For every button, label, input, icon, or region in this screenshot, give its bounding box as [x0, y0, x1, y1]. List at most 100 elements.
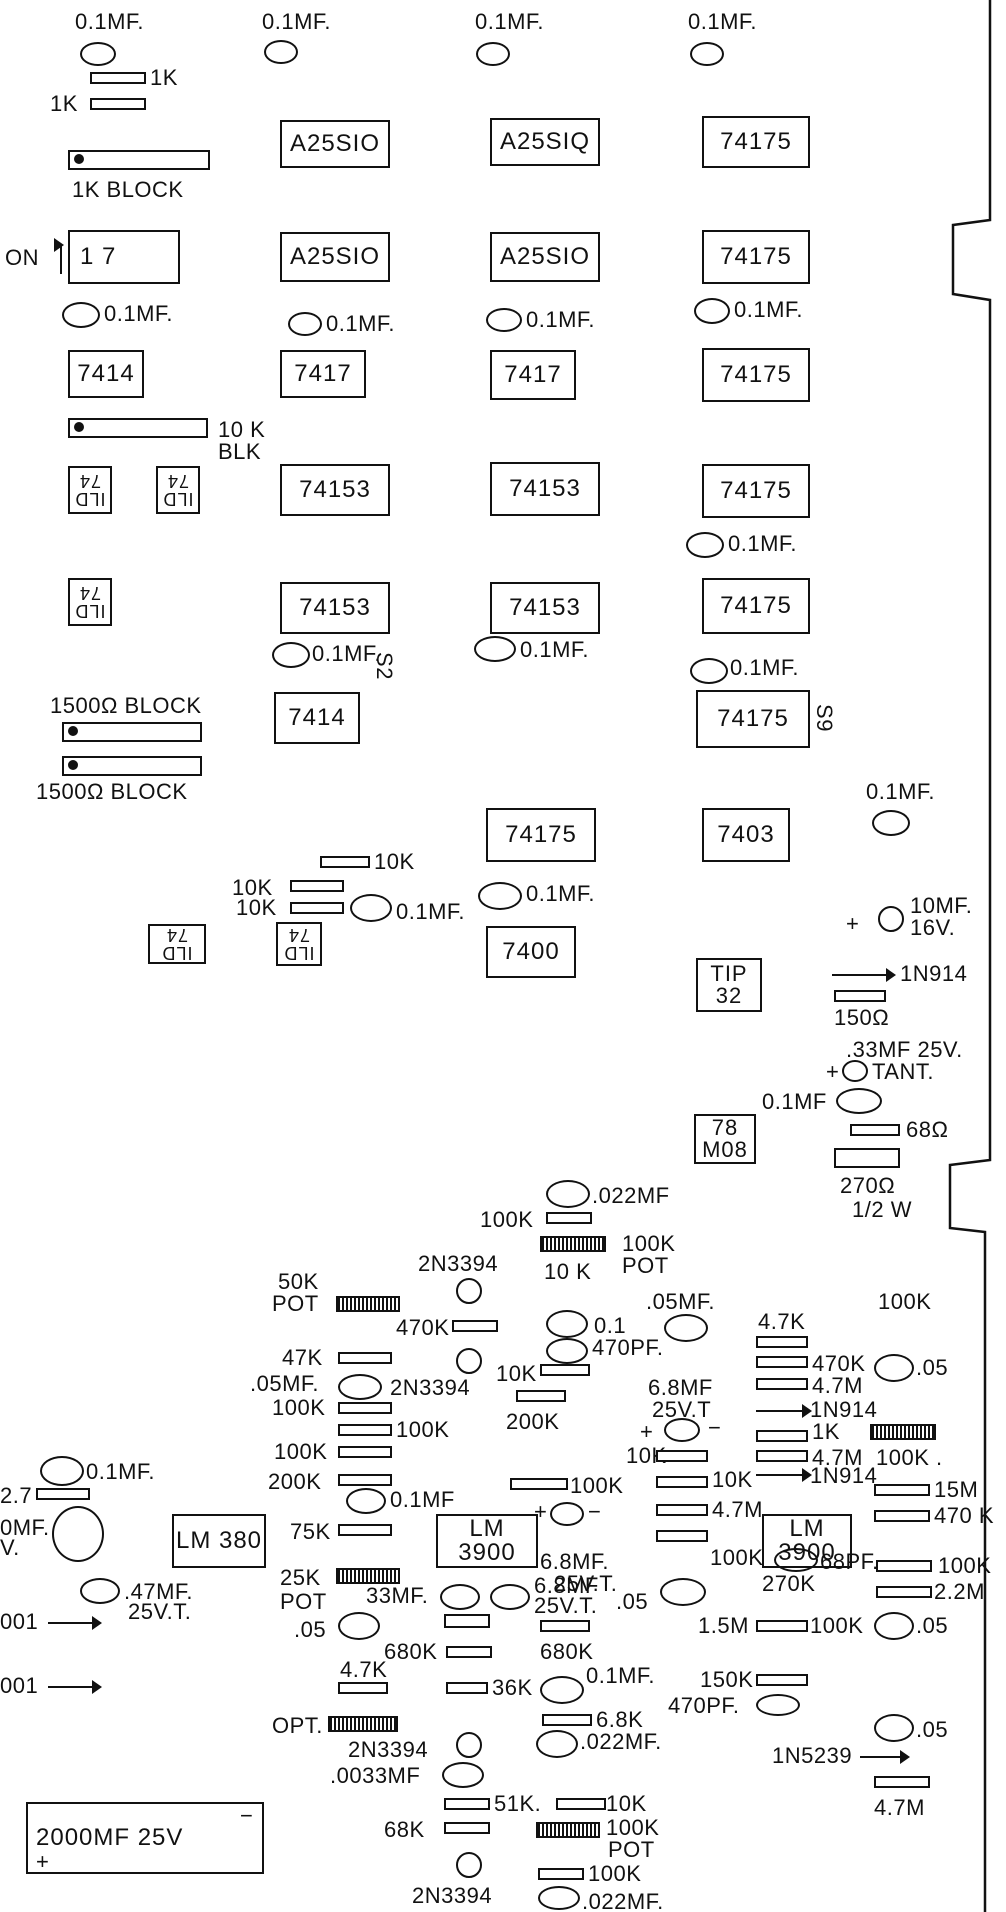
resistor-block: [62, 756, 202, 776]
cap-label: .022MF.: [580, 1729, 662, 1754]
resistor-label: 470 K: [934, 1503, 994, 1528]
resistor-label: 51K.: [494, 1791, 542, 1816]
pot-label: 100K: [622, 1231, 676, 1256]
cap-label: 0.1MF.: [520, 637, 590, 662]
capacitor: [264, 40, 298, 64]
cap-label: 0.1MF.: [728, 531, 798, 556]
resistor-label: 10K: [232, 875, 273, 900]
resistor-label: 4.7M: [812, 1373, 863, 1398]
cap-label: 16V.: [910, 915, 956, 940]
transistor-label: 2N3394: [390, 1375, 471, 1400]
diode-label: 1N5239: [772, 1743, 853, 1768]
resistor-block: [62, 722, 202, 742]
ic-chip: 7417: [280, 350, 366, 398]
resistor: [444, 1822, 490, 1834]
resistor-label: 100K: [480, 1207, 534, 1232]
capacitor: [690, 658, 728, 684]
resistor-label: 10K: [374, 849, 415, 874]
cap-label: V.: [0, 1535, 20, 1560]
cap-label: .0033MF: [330, 1763, 421, 1788]
polarity-label: −: [708, 1415, 722, 1440]
optocoupler: ILD 74: [148, 924, 206, 964]
potentiometer: [336, 1568, 400, 1584]
resistor-label: 470K: [396, 1315, 450, 1340]
diode-label: 1N914: [810, 1463, 878, 1488]
cap-label: 25V.T: [652, 1397, 712, 1422]
resistor-label: 4.7M: [874, 1795, 925, 1820]
ic-chip: A25SIQ: [490, 118, 600, 166]
resistor: [510, 1478, 568, 1490]
cap-label: .022MF.: [582, 1889, 664, 1912]
cap-label: .47MF.: [124, 1579, 194, 1604]
resistor-label: 100K: [710, 1545, 764, 1570]
polarity-label: +: [826, 1059, 840, 1084]
resistor-label: 100K: [606, 1815, 660, 1840]
cap-label: TANT.: [872, 1059, 934, 1084]
cap-label: 0.1MF.: [526, 307, 596, 332]
ic-chip: 74175: [702, 348, 810, 402]
transistor: [456, 1278, 482, 1304]
potentiometer: [336, 1296, 400, 1312]
electrolytic-capacitor: [52, 1506, 104, 1562]
cap-label: 0.1: [594, 1313, 627, 1338]
resistor: [656, 1504, 708, 1516]
optocoupler: ILD 74: [68, 578, 112, 626]
cap-label: 0.1MF.: [262, 9, 332, 34]
cap-label: 10MF.: [910, 893, 973, 918]
ic-chip: 74153: [280, 464, 390, 516]
capacitor: [686, 532, 724, 558]
capacitor: [346, 1488, 386, 1514]
cap-label: 0.1MF.: [86, 1459, 156, 1484]
cap-label: 0.1MF.: [104, 301, 174, 326]
resistor-label: 6.8K: [596, 1707, 644, 1732]
ic-chip: 74153: [490, 462, 600, 516]
resistor: [656, 1450, 708, 1462]
diode-icon: [860, 1750, 910, 1764]
resistor: [756, 1378, 808, 1390]
resistor: [338, 1352, 392, 1364]
potentiometer: [536, 1822, 600, 1838]
resistor: [446, 1682, 488, 1694]
resistor-label: 10K: [496, 1361, 537, 1386]
resistor-label: 15M: [934, 1477, 979, 1502]
cap-label: 0.1MF.: [586, 1663, 656, 1688]
resistor: [656, 1476, 708, 1488]
capacitor: [664, 1314, 708, 1342]
transistor: [456, 1852, 482, 1878]
resistor-label: 1K: [150, 65, 178, 90]
cap-label: 0MF.: [0, 1515, 50, 1540]
resistor: [90, 98, 146, 110]
resistor: [444, 1614, 490, 1628]
capacitor: [338, 1374, 382, 1400]
ic-chip: LM 380: [172, 1514, 266, 1568]
capacitor: [774, 1548, 818, 1572]
optocoupler: ILD 74: [276, 922, 322, 966]
resistor: [756, 1620, 808, 1632]
resistor: [756, 1336, 808, 1348]
resistor: [338, 1682, 388, 1694]
cap-label: 0.1MF.: [75, 9, 145, 34]
dip-switch: 1 7: [68, 230, 180, 284]
resistor-label: 200K: [506, 1409, 560, 1434]
cap-label: 0.1MF.: [866, 779, 936, 804]
transistor: [456, 1348, 482, 1374]
resistor-label: 36K: [492, 1675, 533, 1700]
resistor-label: 4.7M: [712, 1497, 763, 1522]
cap-label: 0.1MF.: [734, 297, 804, 322]
block-label: 1500Ω BLOCK: [36, 779, 188, 804]
resistor-label: 4.7M: [812, 1445, 863, 1470]
resistor: [876, 1560, 932, 1572]
cap-label: 68PF.: [820, 1549, 879, 1574]
cap-label: .05: [916, 1717, 949, 1742]
cap-label: 0.1MF: [390, 1487, 455, 1512]
resistor: [338, 1524, 392, 1536]
jumper-label: S2: [371, 652, 397, 680]
capacitor: [550, 1502, 584, 1526]
resistor-label: 10K: [606, 1791, 647, 1816]
ic-chip: 7403: [702, 808, 790, 862]
capacitor: [476, 42, 510, 66]
ic-chip: 74175: [702, 578, 810, 634]
capacitor: [350, 894, 392, 922]
cap-label: 0.1MF: [762, 1089, 827, 1114]
resistor-label: 100K: [396, 1417, 450, 1442]
